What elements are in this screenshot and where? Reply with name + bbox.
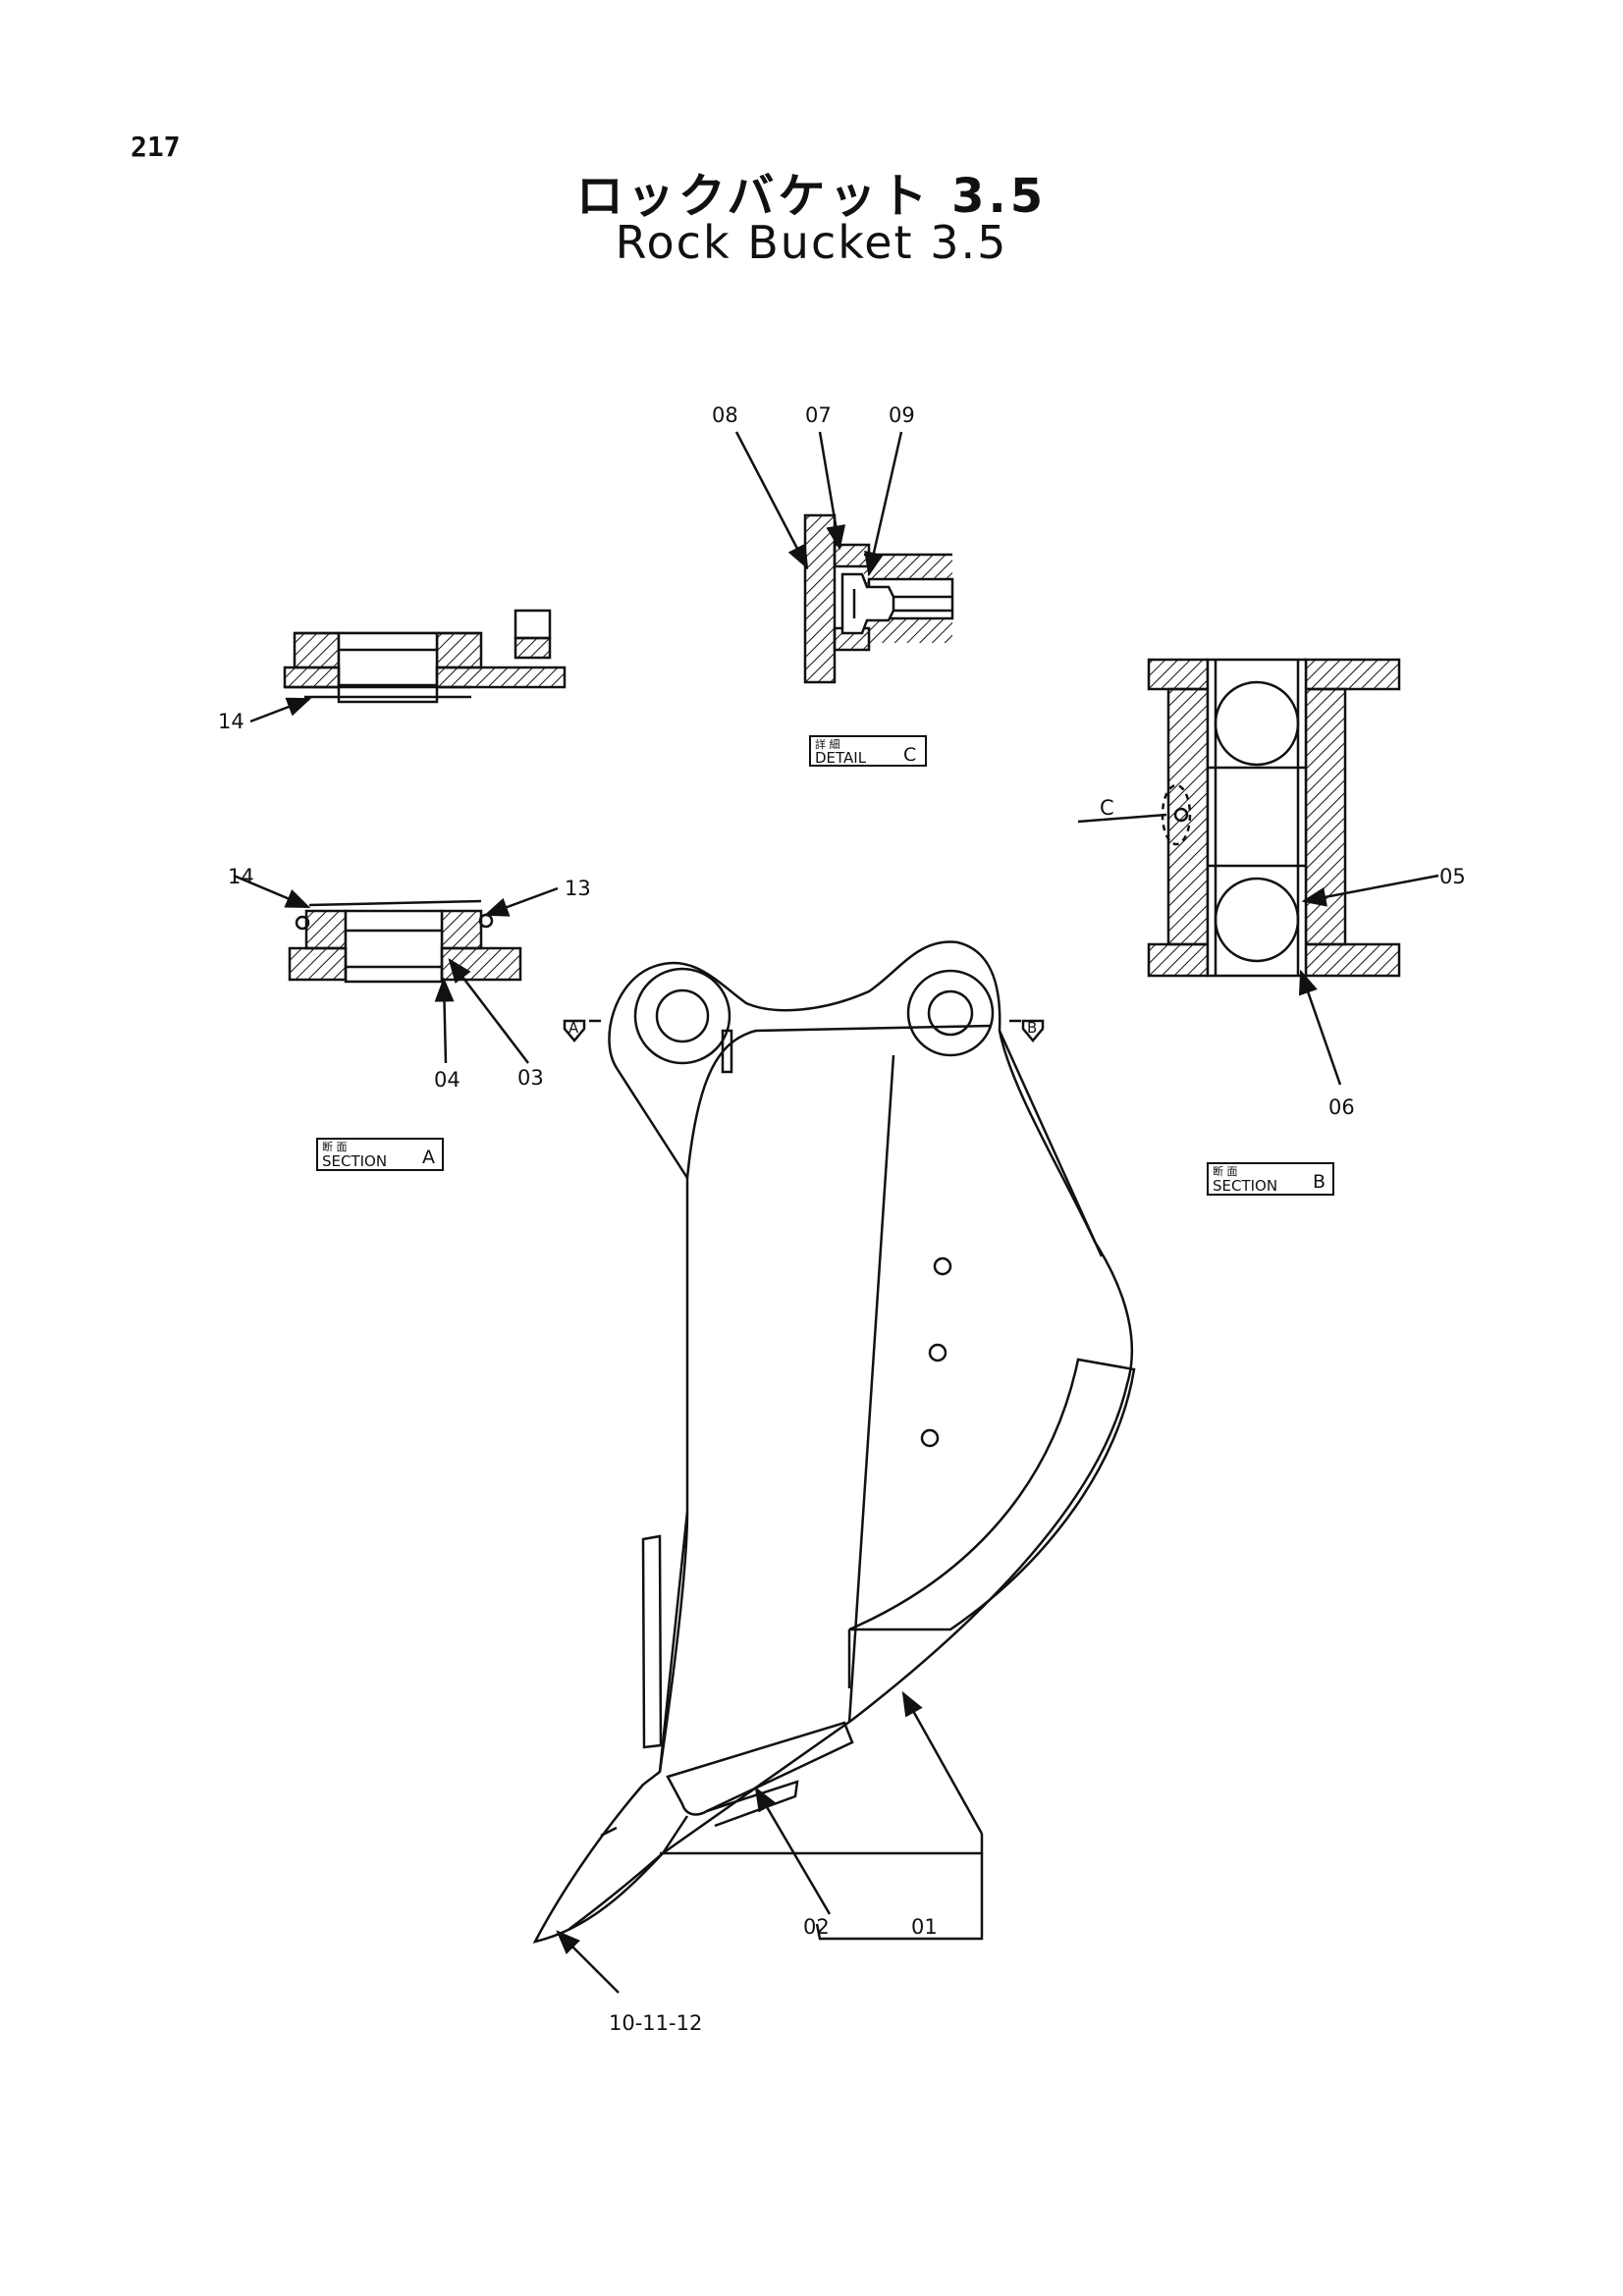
label-13: 13 xyxy=(565,877,591,900)
leader-03 xyxy=(448,958,529,1064)
detail-c-letter: C xyxy=(903,744,916,766)
leader-02 xyxy=(754,1786,832,1915)
view-arrow-b xyxy=(1009,1019,1045,1042)
view-arrow-b-letter: B xyxy=(1027,1019,1037,1037)
view-arrow-a xyxy=(563,1019,601,1042)
section-b-kanji: 断 面 xyxy=(1213,1164,1238,1178)
label-10-11-12: 10-11-12 xyxy=(609,2011,702,2035)
section-b-drawing xyxy=(1147,658,1401,978)
label-07: 07 xyxy=(805,403,832,427)
leader-14-upper xyxy=(249,697,312,723)
title-japanese: ロックバケット 3.5 xyxy=(575,169,1048,224)
section-a-drawing xyxy=(288,899,522,984)
leader-bracket-02 xyxy=(815,1853,984,1941)
label-c: C xyxy=(1100,796,1114,820)
section-a-name: SECTION xyxy=(322,1152,387,1170)
label-08: 08 xyxy=(712,403,738,427)
label-09: 09 xyxy=(889,403,915,427)
leader-c xyxy=(1077,813,1167,824)
rock-bucket-drawing xyxy=(532,940,1136,1944)
detail-c-box xyxy=(809,735,927,767)
leader-bracket-01 xyxy=(660,1834,984,1855)
leader-05 xyxy=(1301,874,1439,907)
section-a-kanji: 断 面 xyxy=(322,1140,348,1153)
leader-08 xyxy=(734,431,809,570)
page-number: 217 xyxy=(131,131,181,163)
leader-13 xyxy=(483,886,559,917)
label-02: 02 xyxy=(803,1915,830,1939)
leader-14-lower xyxy=(233,874,311,909)
label-14-upper: 14 xyxy=(218,710,244,733)
label-05: 05 xyxy=(1439,865,1466,888)
boss-section-upper xyxy=(283,609,567,704)
label-03: 03 xyxy=(517,1066,544,1090)
section-b-box xyxy=(1207,1162,1334,1196)
section-a-box xyxy=(316,1138,444,1171)
section-a-letter: A xyxy=(422,1147,435,1168)
view-arrow-a-letter: A xyxy=(568,1019,579,1037)
title-english: Rock Bucket 3.5 xyxy=(615,216,1008,269)
leader-01 xyxy=(901,1690,984,1835)
section-b-name: SECTION xyxy=(1213,1177,1277,1195)
label-14-lower: 14 xyxy=(228,865,254,888)
leader-07 xyxy=(818,431,846,551)
leader-06 xyxy=(1298,969,1342,1086)
leader-09 xyxy=(864,431,903,577)
detail-c-drawing xyxy=(803,513,954,684)
leader-10-11-12 xyxy=(556,1930,620,1994)
detail-c-name: DETAIL xyxy=(815,749,867,767)
label-06: 06 xyxy=(1328,1095,1355,1119)
leader-04 xyxy=(434,977,455,1064)
section-b-letter: B xyxy=(1313,1171,1325,1193)
label-01: 01 xyxy=(911,1915,938,1939)
detail-c-kanji: 詳 細 xyxy=(815,737,840,751)
label-04: 04 xyxy=(434,1068,460,1092)
